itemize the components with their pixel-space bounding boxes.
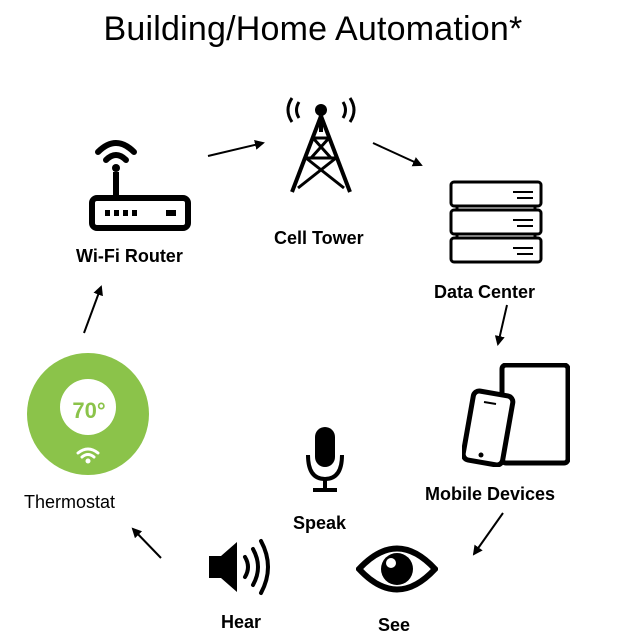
arrow-thermostat-to-router <box>83 285 103 334</box>
phone-tablet-icon <box>462 363 570 467</box>
see-label: See <box>378 615 411 635</box>
arrow-mobile-to-see <box>472 512 504 556</box>
speaker-icon <box>207 536 275 598</box>
mobile-devices-label: Mobile Devices <box>425 484 556 504</box>
arrow-hear-to-thermostat <box>131 527 162 559</box>
wifi-router-label: Wi-Fi Router <box>76 246 183 266</box>
page-title: Building/Home Automation* <box>103 10 523 48</box>
data-center-label: Data Center <box>434 282 536 302</box>
wifi-router-icon <box>88 136 192 234</box>
thermostat-label: Thermostat <box>24 492 116 512</box>
arrow-tower-to-datacenter <box>372 142 423 167</box>
thermostat-display: 70° <box>72 398 105 423</box>
microphone-icon <box>305 425 345 493</box>
thermostat-icon: 70° <box>26 352 150 476</box>
cell-tower-icon <box>284 92 358 194</box>
arrow-router-to-tower <box>207 139 265 157</box>
cell-tower-label: Cell Tower <box>274 228 364 248</box>
speak-label: Speak <box>293 513 347 533</box>
arrow-datacenter-to-mobile <box>494 304 508 346</box>
eye-icon <box>356 540 438 598</box>
hear-label: Hear <box>221 612 262 632</box>
server-rack-icon <box>449 180 543 266</box>
